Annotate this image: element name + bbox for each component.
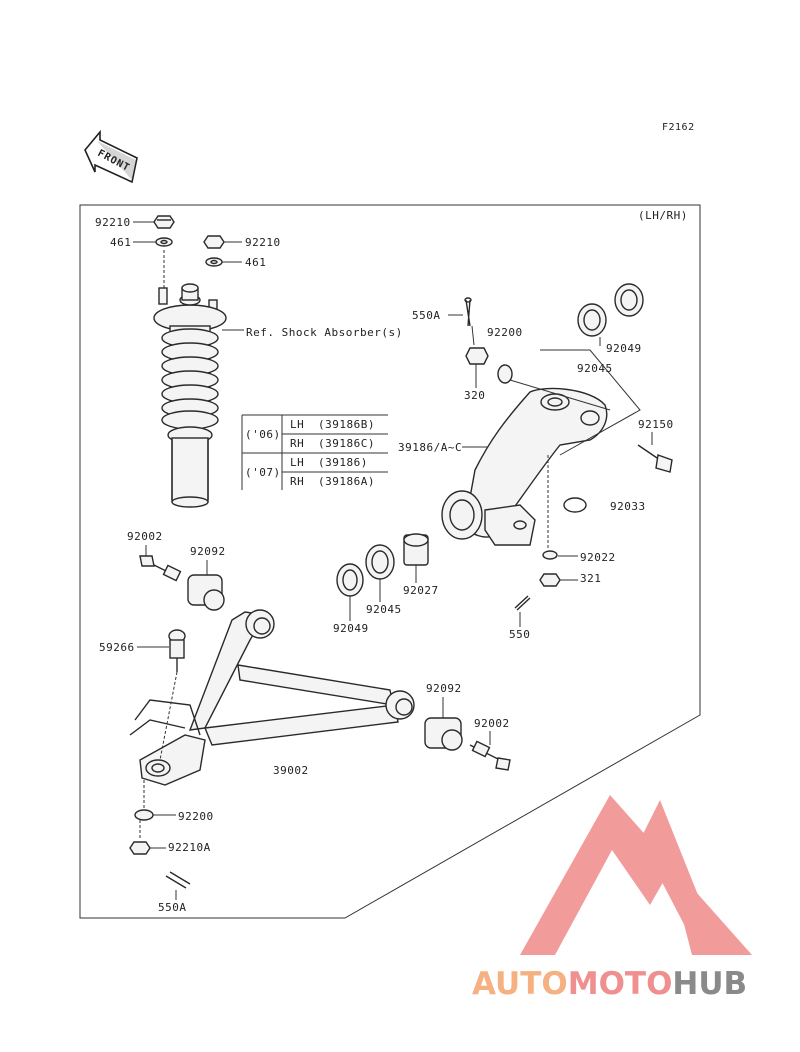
label-92002-left: 92002 xyxy=(127,530,163,543)
label-461-right: 461 xyxy=(245,256,266,269)
table-year-06: ('06) xyxy=(245,428,281,441)
table-side-rh-06: RH xyxy=(290,437,304,450)
table-side-lh-06: LH xyxy=(290,418,304,431)
label-92200-bottom: 92200 xyxy=(178,810,214,823)
shock-absorber-drawing xyxy=(153,215,227,508)
label-92200-top: 92200 xyxy=(487,326,523,339)
label-92045-top: 92045 xyxy=(577,362,613,375)
label-92022: 92022 xyxy=(580,551,616,564)
label-92045-bottom: 92045 xyxy=(366,603,402,616)
table-code-39186c: (39186C) xyxy=(318,437,375,450)
diagram-frame xyxy=(79,204,701,919)
figure-code: F2162 xyxy=(662,122,695,133)
table-side-lh-07: LH xyxy=(290,456,304,469)
label-320: 320 xyxy=(464,389,485,402)
table-code-39186b: (39186B) xyxy=(318,418,375,431)
table-code-39186a: (39186A) xyxy=(318,475,375,488)
label-92002-right: 92002 xyxy=(474,717,510,730)
watermark-moto: MOTO xyxy=(568,966,673,1002)
label-39002: 39002 xyxy=(273,764,309,777)
label-550: 550 xyxy=(509,628,530,641)
label-550A-top: 550A xyxy=(412,309,441,322)
label-92210-top: 92210 xyxy=(95,216,131,229)
label-92210A: 92210A xyxy=(168,841,211,854)
label-39186: 39186/A~C xyxy=(398,441,462,454)
watermark-auto: AUTO xyxy=(472,966,568,1002)
label-92092-left: 92092 xyxy=(190,545,226,558)
watermark-logo xyxy=(520,795,752,955)
variant-table: ('06) LH (39186B) RH (39186C) ('07) LH (… xyxy=(241,414,388,490)
watermark-text: AUTOMOTOHUB xyxy=(472,966,747,1002)
a-arm-drawing xyxy=(129,555,511,889)
label-321: 321 xyxy=(580,572,601,585)
table-year-07: ('07) xyxy=(245,466,281,479)
label-92027: 92027 xyxy=(403,584,439,597)
label-92210-right: 92210 xyxy=(245,236,281,249)
label-59266: 59266 xyxy=(99,641,135,654)
label-92049-top: 92049 xyxy=(606,342,642,355)
variant-note: (LH/RH) xyxy=(638,209,688,222)
label-92150: 92150 xyxy=(638,418,674,431)
table-side-rh-07: RH xyxy=(290,475,304,488)
front-arrow-icon: FRONT xyxy=(84,129,138,184)
label-92033: 92033 xyxy=(610,500,646,513)
watermark-hub: HUB xyxy=(672,966,747,1002)
label-550A-bottom: 550A xyxy=(158,901,187,914)
label-92049-bottom: 92049 xyxy=(333,622,369,635)
label-461-left: 461 xyxy=(110,236,131,249)
table-code-39186: (39186) xyxy=(318,456,368,469)
knuckle-drawing xyxy=(336,283,673,611)
label-ref-shock: Ref. Shock Absorber(s) xyxy=(246,326,403,339)
label-92092-right: 92092 xyxy=(426,682,462,695)
